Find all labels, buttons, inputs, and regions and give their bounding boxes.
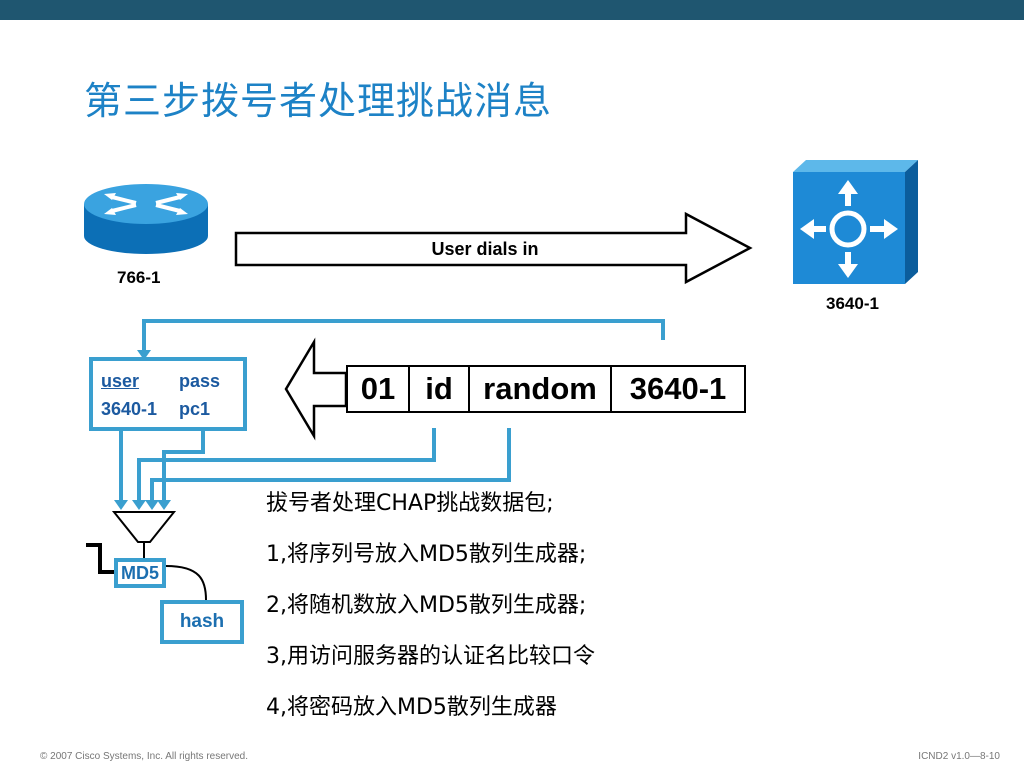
credential-table: user pass 3640-1 pc1: [89, 357, 247, 431]
crank-handle: [86, 543, 114, 574]
hash-box: hash: [160, 600, 244, 644]
return-path-line: [142, 319, 665, 354]
md5-box: MD5: [114, 558, 166, 588]
switch-label: 3640-1: [826, 294, 879, 313]
md5-to-hash-curve: [165, 565, 207, 601]
multilayer-switch-icon: [793, 160, 918, 284]
id-line: [137, 428, 436, 504]
footer-copyright: © 2007 Cisco Systems, Inc. All rights re…: [40, 751, 249, 762]
pass-header: pass: [179, 371, 221, 391]
step-2: 2,将随机数放入MD5散列生成器;: [266, 593, 587, 618]
packet-random-field: random: [470, 367, 612, 411]
step-1: 1,将序列号放入MD5散列生成器;: [266, 542, 587, 567]
pass-line: [162, 426, 205, 504]
steps-list: 拔号者处理CHAP挑战数据包; 1,将序列号放入MD5散列生成器; 2,将随机数…: [266, 478, 595, 733]
user-header: user: [101, 371, 140, 391]
step-3: 3,用访问服务器的认证名比较口令: [266, 644, 595, 669]
packet-code-field: 01: [348, 367, 410, 411]
packet-id-field: id: [410, 367, 470, 411]
router-label: 766-1: [117, 268, 161, 287]
challenge-arrow: [284, 337, 348, 441]
dial-in-label: User dials in: [431, 239, 539, 259]
router-icon: [84, 184, 208, 254]
step-4: 4,将密码放入MD5散列生成器: [266, 695, 557, 720]
challenge-packet: 01 id random 3640-1: [346, 365, 746, 413]
footer-course-id: ICND2 v1.0—8-10: [918, 751, 1000, 762]
step-intro: 拔号者处理CHAP挑战数据包;: [266, 491, 554, 516]
top-bar: [0, 0, 1024, 20]
pass-value: pc1: [179, 399, 211, 419]
user-value: 3640-1: [101, 399, 158, 419]
random-line: [150, 428, 511, 504]
slide-title: 第三步拨号者处理挑战消息: [84, 79, 553, 123]
packet-name-field: 3640-1: [629, 371, 727, 406]
funnel-shape: [111, 511, 177, 543]
dial-in-arrow: [234, 211, 753, 285]
